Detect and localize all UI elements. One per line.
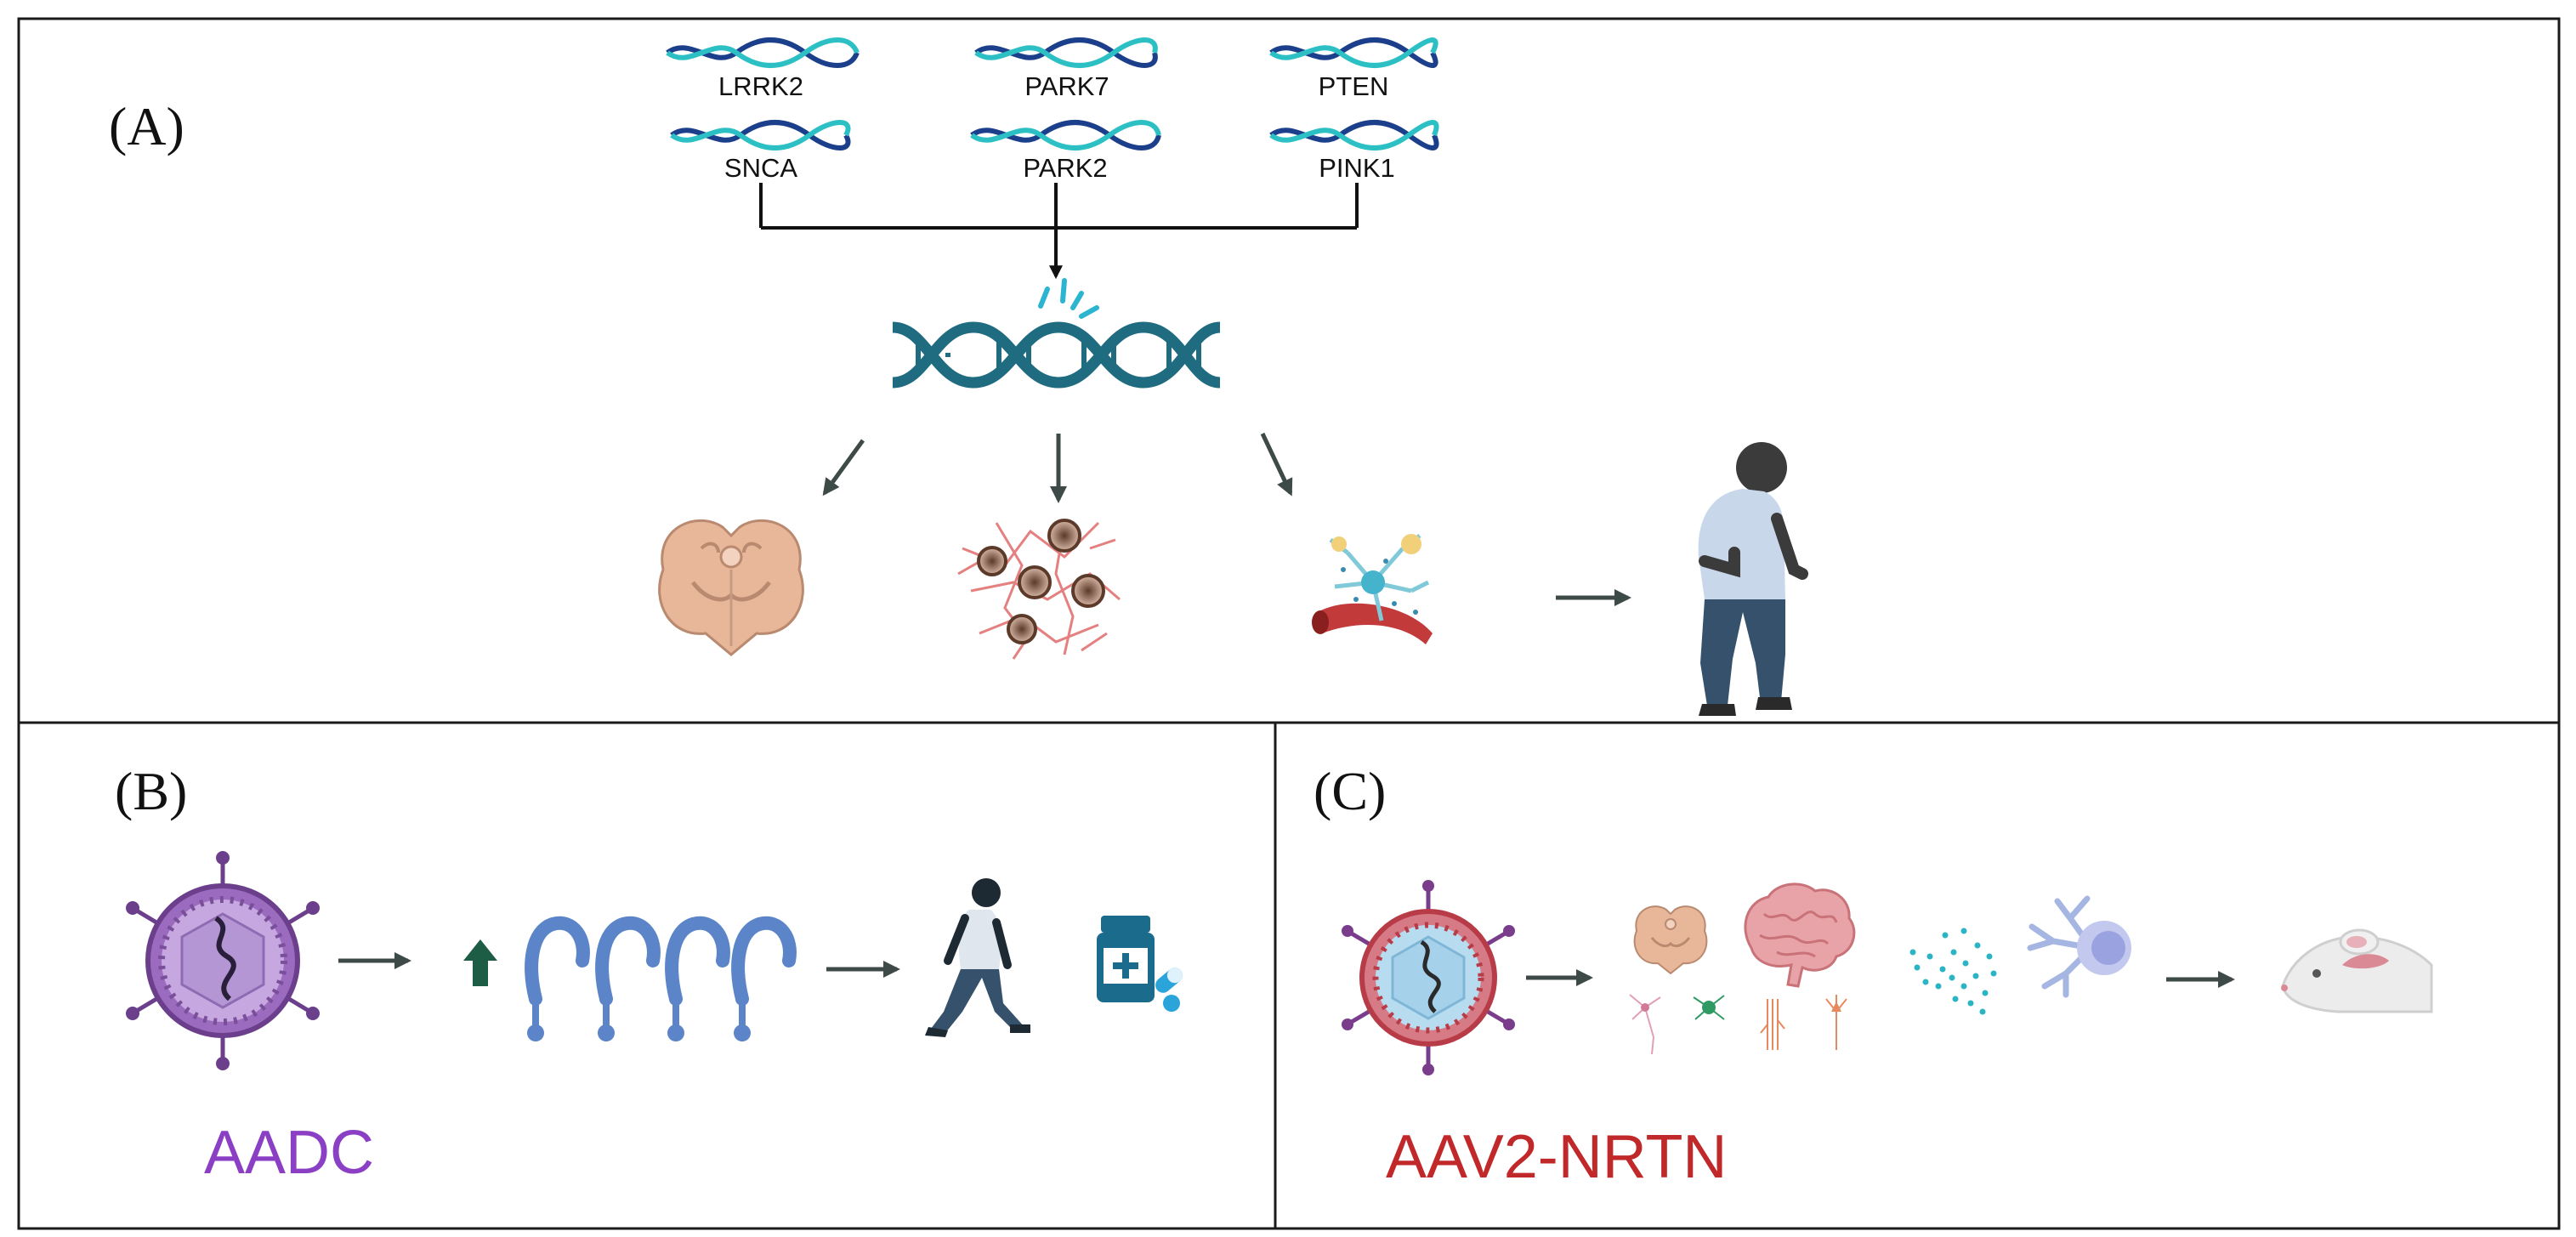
receptor-cell-icon xyxy=(2027,895,2131,998)
gene-icon-snca xyxy=(670,120,851,150)
neurturin-particles-icon xyxy=(1909,928,1997,1015)
gene-icon-lrrk2 xyxy=(666,37,860,68)
aadc-enzyme-icon-1 xyxy=(525,916,590,1041)
aav2-nrtn-caption: AAV2-NRTN xyxy=(1386,1123,1727,1191)
substantia-nigra-icon xyxy=(658,519,804,656)
dna-helix-icon xyxy=(892,321,1221,389)
gene-icon-park7 xyxy=(974,37,1158,68)
gene-label-pink1: PINK1 xyxy=(1319,153,1395,183)
gene-convergence-bracket xyxy=(759,183,1359,280)
mutation-spark-icon xyxy=(1038,278,1099,319)
brain-icon xyxy=(1744,882,1856,988)
gene-label-snca: SNCA xyxy=(724,153,797,183)
neuron-blood-vessel-icon xyxy=(1312,534,1433,644)
panel-c-label: (C) xyxy=(1314,761,1386,821)
panel-a-label: (A) xyxy=(109,96,184,156)
gene-icon-park2 xyxy=(970,120,1161,150)
aadc-enzyme-icon-2 xyxy=(595,916,661,1041)
panel-b-label: (B) xyxy=(115,761,187,821)
arrow-to-neuron xyxy=(1260,432,1293,497)
midbrain-icon xyxy=(1633,905,1708,975)
gene-label-park2: PARK2 xyxy=(1023,153,1107,183)
upregulation-arrow-icon xyxy=(463,939,497,986)
gene-icon-pten xyxy=(1269,37,1438,68)
gene-label-lrrk2: LRRK2 xyxy=(718,71,803,101)
walking-person-icon xyxy=(925,878,1030,1037)
aav-vector-icon-c xyxy=(1342,880,1515,1075)
panel-a-frame xyxy=(17,17,2561,724)
rodent-icon xyxy=(2281,928,2433,1013)
aadc-caption: AADC xyxy=(204,1119,374,1187)
aadc-enzyme-icon-4 xyxy=(731,916,797,1041)
neuron-cells-icon xyxy=(1629,994,1847,1055)
gene-label-pten: PTEN xyxy=(1319,71,1389,101)
lewy-body-aggregates-icon xyxy=(957,519,1121,660)
arrow-to-substantia-nigra xyxy=(822,439,865,497)
aav-vector-icon-b xyxy=(126,851,320,1070)
stooped-patient-icon xyxy=(1698,442,1808,716)
gene-icon-pink1 xyxy=(1269,120,1439,150)
gene-label-park7: PARK7 xyxy=(1024,71,1109,101)
panel-c-frame xyxy=(1274,721,2561,1230)
medication-bottle-icon xyxy=(1097,916,1183,1012)
aadc-enzyme-icon-3 xyxy=(665,916,730,1041)
